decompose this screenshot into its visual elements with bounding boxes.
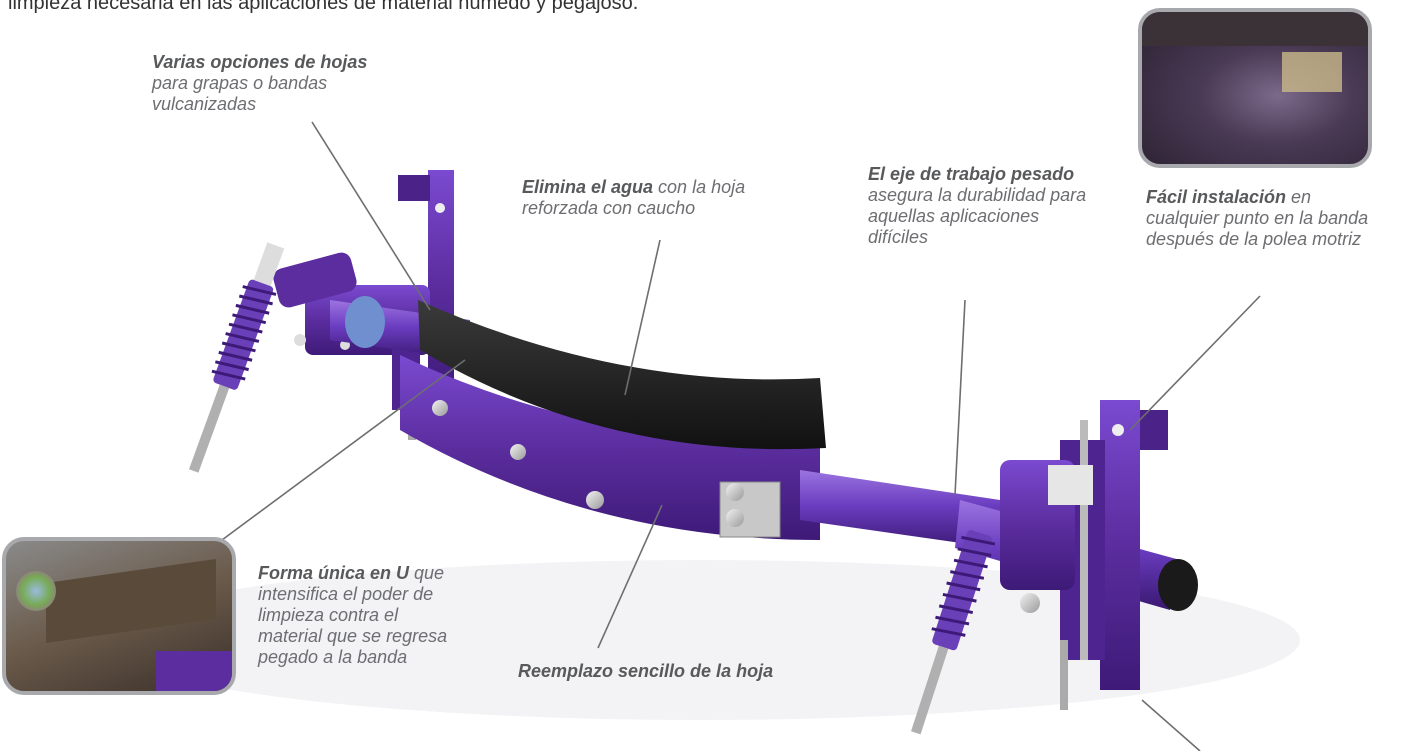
callout-easy-install: Fácil instalación en cualquier punto en … <box>1146 187 1371 250</box>
callout-bold: Fácil instalación <box>1146 187 1287 207</box>
callout-heavy-shaft: El eje de trabajo pesado asegura la dura… <box>868 164 1098 248</box>
callout-bold: Forma única en U <box>258 563 410 583</box>
callout-bold: Varias opciones de hojas <box>152 52 368 72</box>
left-spring <box>188 242 285 473</box>
callout-text: para grapas o bandas vulcanizadas <box>152 73 328 114</box>
callout-text: que intensifica el poder de limpieza con… <box>258 563 448 667</box>
right-mount <box>1000 400 1168 710</box>
left-bushing <box>345 296 385 348</box>
leader-lines <box>221 121 1261 751</box>
callout-bold: Elimina el agua <box>522 177 654 197</box>
callout-text: en cualquier punto en la banda después d… <box>1146 187 1369 249</box>
callout-bold: El eje de trabajo pesado <box>868 164 1075 184</box>
callout-blade-options: Varias opciones de hojas para grapas o b… <box>152 52 382 115</box>
callout-text: con la hoja reforzada con caucho <box>522 177 746 218</box>
right-spring <box>911 530 996 735</box>
callout-text: asegura la durabilidad para aquellas apl… <box>868 185 1087 247</box>
shaft-end-cap <box>1158 559 1198 611</box>
u-shaped-arm <box>400 355 820 540</box>
installation-photo <box>1138 8 1372 168</box>
callout-bold: Reemplazo sencillo de la hoja <box>518 661 774 681</box>
rubber-blade <box>418 300 826 450</box>
floor-shadow <box>100 560 1300 720</box>
u-shape-photo <box>2 537 236 695</box>
callout-removes-water: Elimina el agua con la hoja reforzada co… <box>522 177 822 219</box>
callout-u-shape: Forma única en U que intensifica el pode… <box>258 563 458 668</box>
callout-blade-replacement: Reemplazo sencillo de la hoja <box>518 661 848 682</box>
intro-text: limpieza necesaria en las aplicaciones d… <box>8 0 639 14</box>
